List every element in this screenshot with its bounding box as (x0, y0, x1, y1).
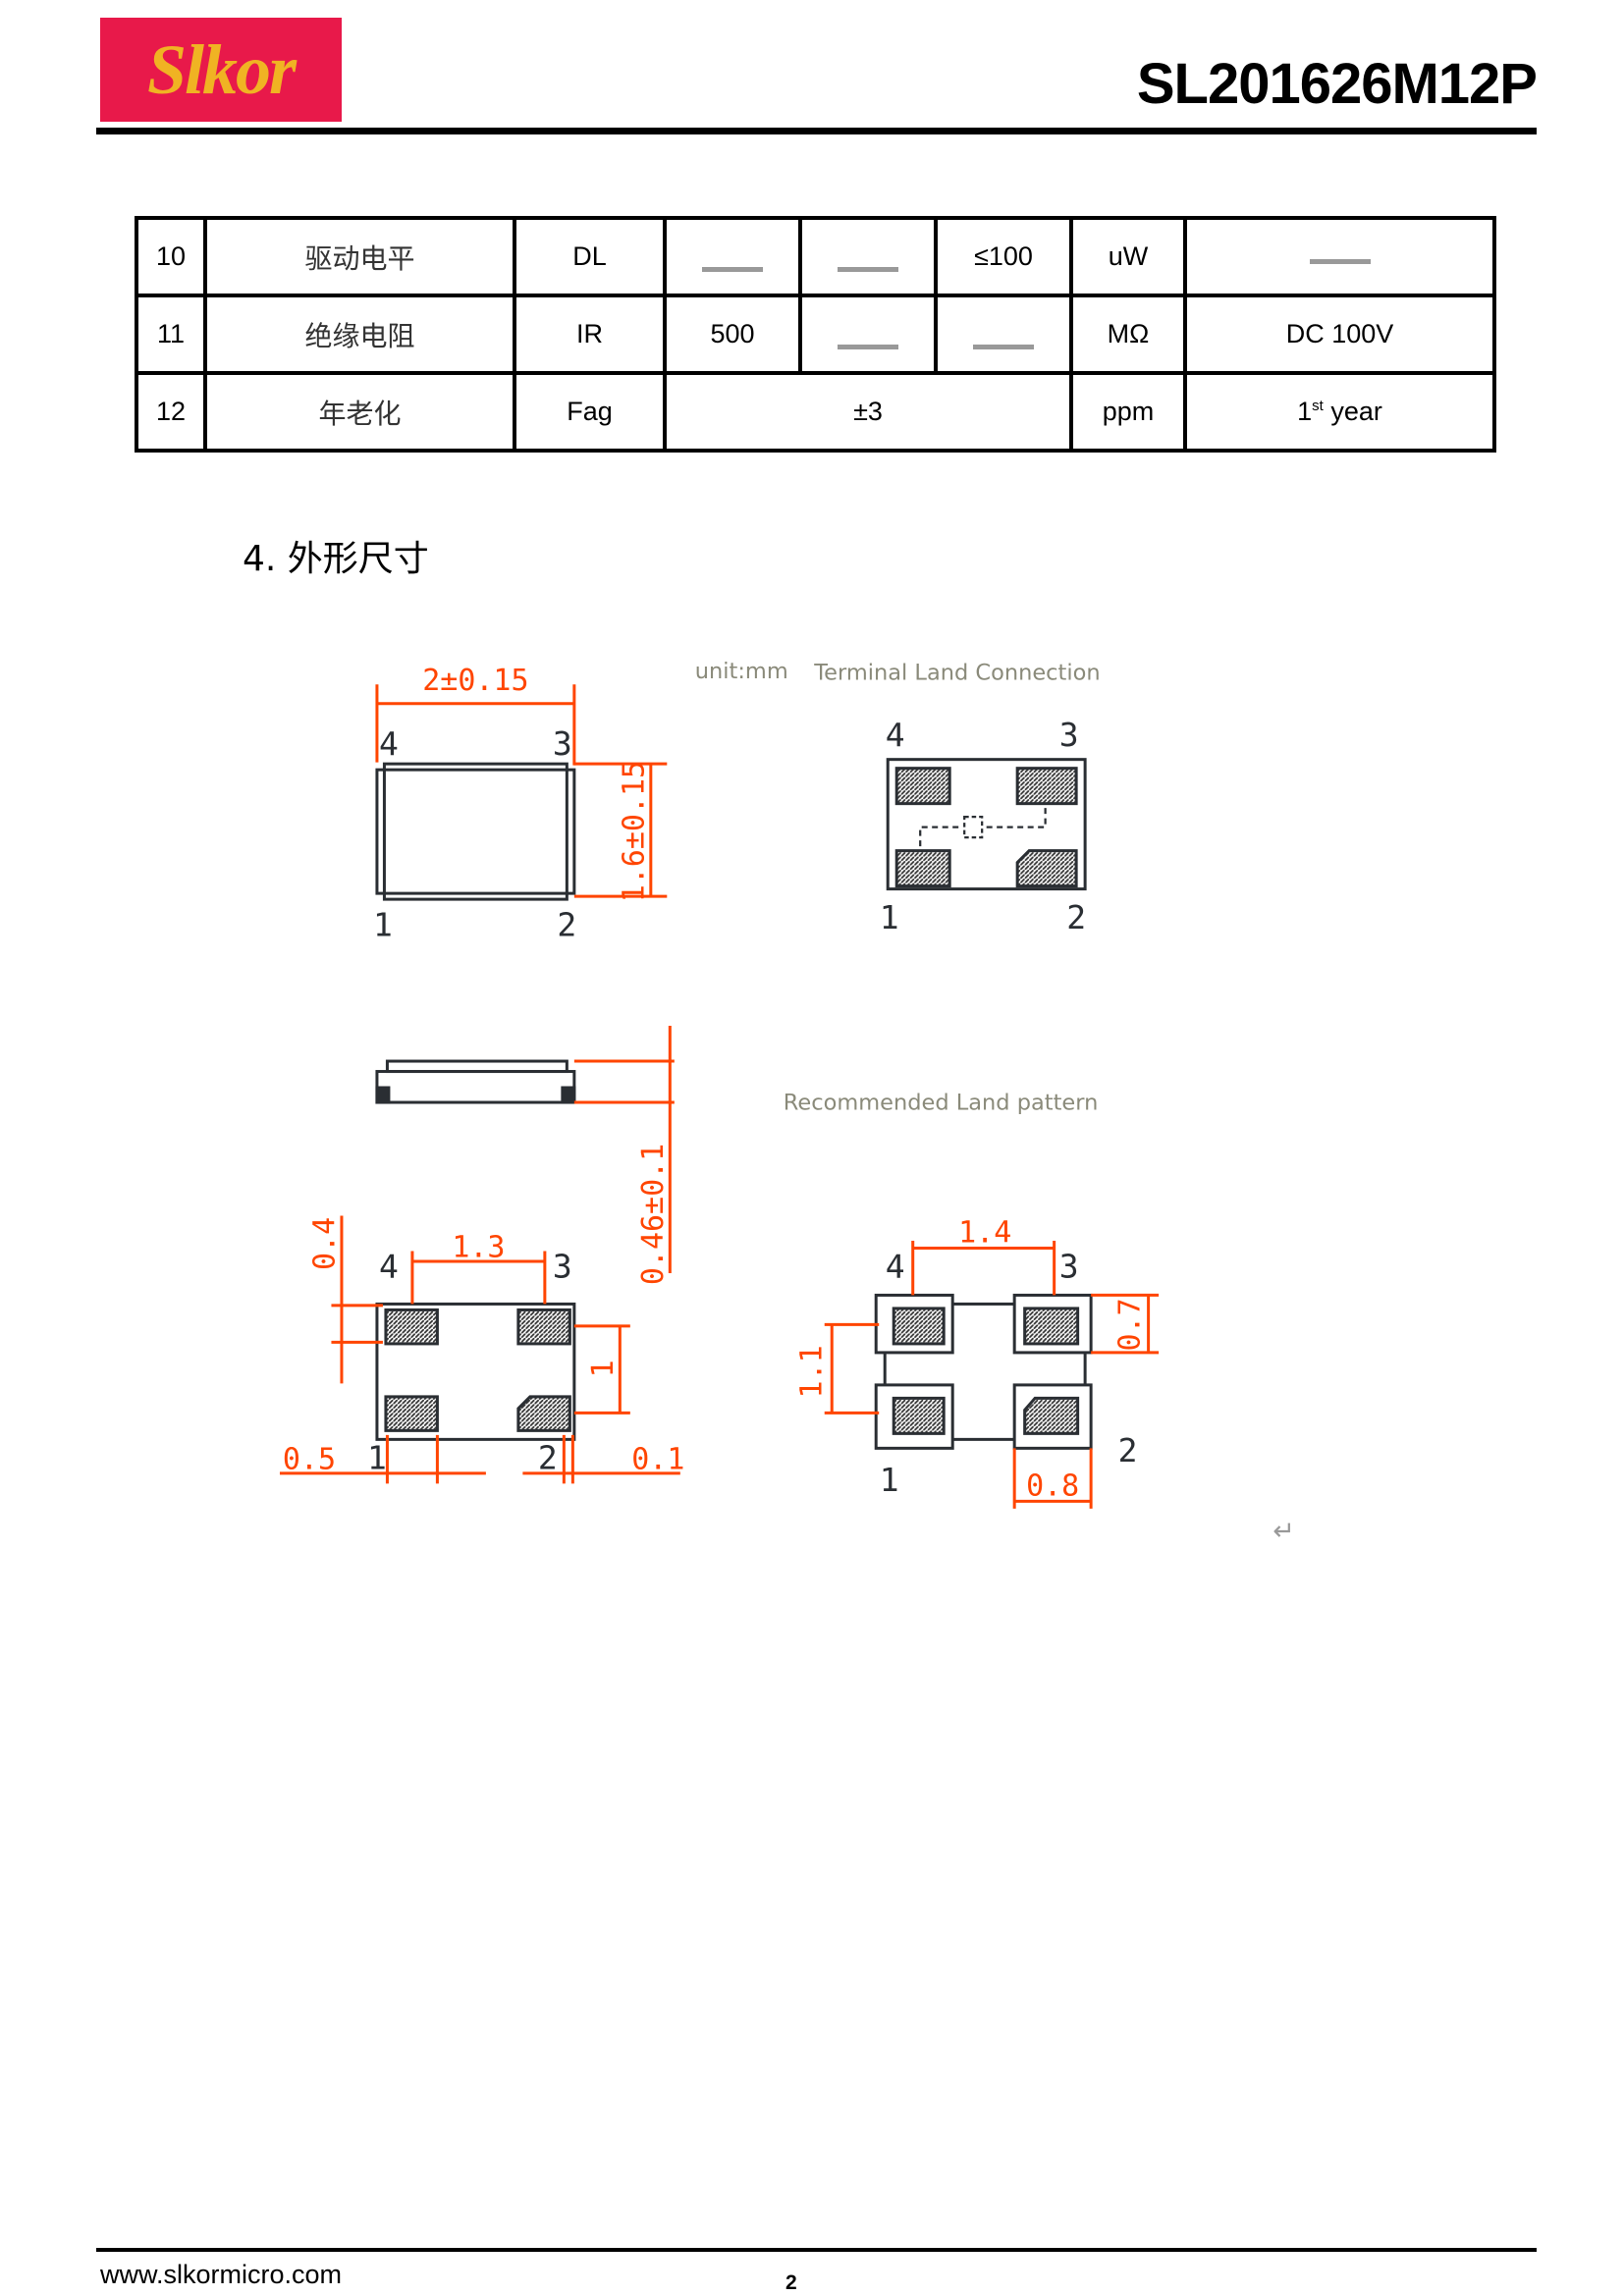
pin-label: 4 (379, 724, 399, 763)
land-pattern-body (874, 1293, 1093, 1450)
empty-dash (838, 267, 898, 272)
pin-label: 2 (1118, 1431, 1138, 1469)
pin-label: 2 (557, 906, 576, 944)
table-row: 11 绝缘电阻 IR 500 MΩ DC 100V (135, 294, 1496, 375)
dim-edge: 0.5 (283, 1442, 336, 1476)
pin-label: 3 (553, 1247, 572, 1285)
empty-dash (838, 345, 898, 349)
dim-pad-pitch-v: 1 (586, 1360, 621, 1377)
land-pattern-title: Recommended Land pattern (784, 1091, 1099, 1116)
dimension-lines (279, 684, 1160, 1509)
max-value (934, 294, 1073, 375)
unit: uW (1069, 216, 1187, 297)
pin-label: 3 (553, 724, 572, 763)
pin-label: 4 (886, 716, 905, 754)
typ-value (798, 294, 938, 375)
dim-top-height: 1.6±0.15 (617, 761, 651, 902)
footer-website: www.slkormicro.com (100, 2260, 343, 2289)
document-title: SL201626M12P (1136, 52, 1538, 116)
value: ±3 (663, 371, 1073, 453)
dim-land-pad-w: 0.8 (1026, 1468, 1079, 1503)
min-value: 500 (663, 294, 802, 375)
condition-number: 1 (1297, 397, 1313, 426)
dim-thickness: 0.46±0.1 (636, 1144, 671, 1285)
dim-top-width: 2±0.15 (422, 664, 528, 698)
condition-text: year (1323, 397, 1382, 426)
row-number: 11 (135, 294, 207, 375)
dim-gap: 0.1 (631, 1442, 684, 1476)
parameter-name: 年老化 (203, 371, 516, 453)
bottom-view-body (375, 1302, 576, 1441)
parameter-name: 绝缘电阻 (203, 294, 516, 375)
top-view-body (375, 762, 576, 901)
empty-dash (1309, 259, 1371, 264)
pin-label: 3 (1059, 716, 1079, 754)
dim-bottom-pitch: 1.3 (452, 1230, 505, 1264)
pin-label: 4 (886, 1247, 905, 1285)
pin-label: 1 (880, 898, 899, 936)
pin-label: 2 (1066, 898, 1086, 936)
min-value (663, 216, 802, 297)
table-row: 12 年老化 Fag ±3 ppm 1st year (135, 371, 1496, 453)
symbol: IR (513, 294, 667, 375)
row-number: 12 (135, 371, 207, 453)
typ-value (798, 216, 938, 297)
terminal-view-body (886, 758, 1087, 891)
max-value: ≤100 (934, 216, 1073, 297)
empty-dash (973, 345, 1034, 349)
footer-divider (96, 2248, 1537, 2252)
dim-land-pitch: 1.4 (958, 1215, 1011, 1250)
dim-land-pitch-v: 1.1 (795, 1345, 830, 1398)
side-view-body (375, 1059, 576, 1104)
condition (1183, 216, 1496, 297)
condition: 1st year (1183, 371, 1496, 453)
condition: DC 100V (1183, 294, 1496, 375)
condition-superscript: st (1312, 398, 1324, 414)
symbol: DL (513, 216, 667, 297)
pin-label: 1 (880, 1461, 899, 1499)
pin-label: 3 (1059, 1247, 1079, 1285)
symbol: Fag (513, 371, 667, 453)
section-heading: 4. 外形尺寸 (243, 539, 429, 579)
dim-pad-height: 0.4 (307, 1217, 342, 1270)
unit: MΩ (1069, 294, 1187, 375)
unit: ppm (1069, 371, 1187, 453)
return-mark-icon: ↵ (1272, 1516, 1295, 1546)
spec-table: 10 驱动电平 DL ≤100 uW 11 绝缘电阻 IR 500 MΩ DC … (135, 216, 1496, 453)
pin-label: 4 (379, 1247, 399, 1285)
header-divider (96, 128, 1537, 134)
logo-text: Slkor (146, 29, 297, 109)
empty-dash (702, 267, 763, 272)
terminal-title: Terminal Land Connection (813, 661, 1100, 686)
unit-label: unit:mm (695, 659, 788, 684)
parameter-name: 驱动电平 (203, 216, 516, 297)
row-number: 10 (135, 216, 207, 297)
pin-label: 2 (538, 1438, 558, 1476)
dim-land-pad-h: 0.7 (1113, 1298, 1148, 1351)
pin-label: 1 (367, 1438, 387, 1476)
slkor-logo: Slkor (100, 18, 342, 122)
pin-label: 1 (373, 906, 393, 944)
page-number: 2 (785, 2271, 797, 2294)
table-row: 10 驱动电平 DL ≤100 uW (135, 216, 1496, 297)
